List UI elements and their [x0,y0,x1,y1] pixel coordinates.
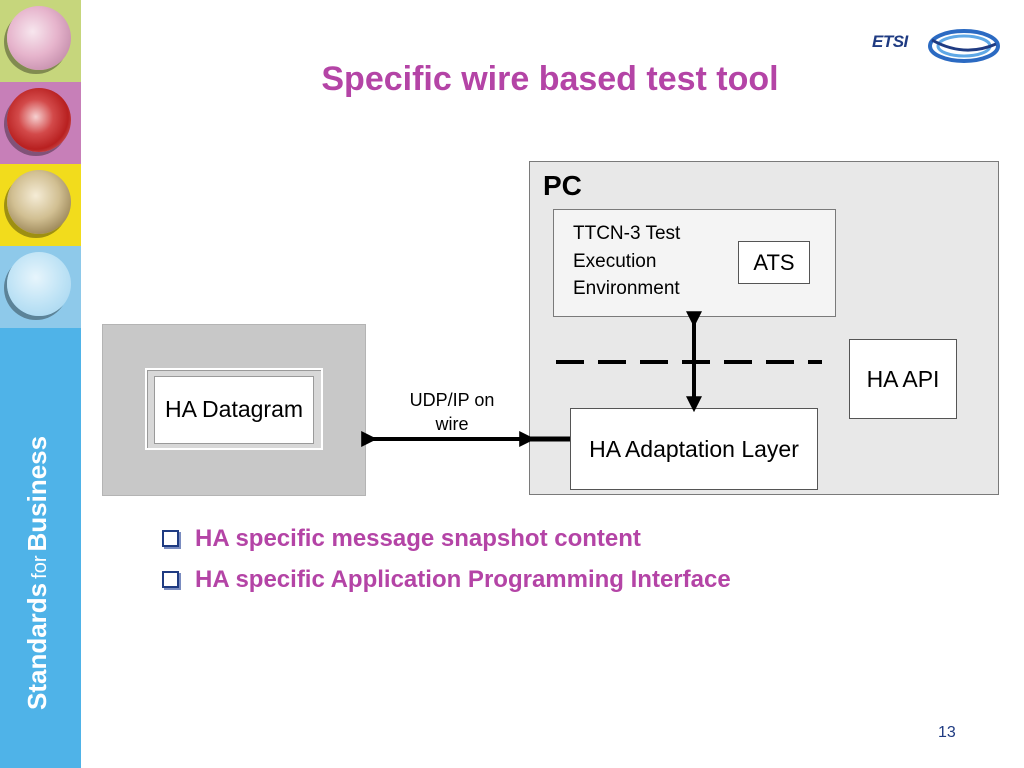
globe-icon [7,6,71,70]
page-number: 13 [938,724,956,741]
list-item: HA specific Application Programming Inte… [162,559,731,600]
bullet-text: HA specific Application Programming Inte… [195,565,731,593]
etsi-logo: ETSI [872,24,1004,70]
ha-adaptation-layer-box: HA Adaptation Layer [570,408,818,490]
sidebar-tile-blue [0,246,81,328]
sidebar-tile-yellow [0,164,81,246]
ats-box: ATS [738,241,810,284]
bullet-list: HA specific message snapshot content HA … [162,518,731,600]
globe-icon [7,88,71,152]
ttcn-environment-label: TTCN-3 Test Execution Environment [573,223,681,300]
globe-icon [7,252,71,316]
udp-ip-link-label: UDP/IP on wire [409,390,495,435]
sidebar: StandardsforBusiness [0,0,81,768]
checkbox-bullet-icon [162,571,179,588]
globe-icon [7,170,71,234]
ha-api-box: HA API [849,339,957,419]
sidebar-tile-magenta [0,82,81,164]
slide-title: Specific wire based test tool [321,60,779,98]
pc-label: PC [543,170,582,201]
ha-datagram-box: HA Datagram [154,376,314,444]
list-item: HA specific message snapshot content [162,518,731,559]
checkbox-bullet-icon [162,530,179,547]
sidebar-tile-green [0,0,81,82]
logo-text: ETSI [872,32,908,51]
bullet-text: HA specific message snapshot content [195,524,641,552]
logo-swoosh-icon [928,29,1000,63]
